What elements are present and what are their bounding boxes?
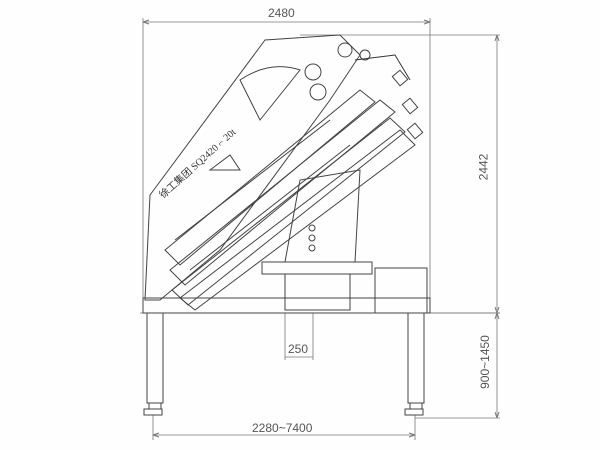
dim-overall-height: 2442 [476, 153, 491, 181]
dim-column-offset: 250 [288, 342, 309, 356]
base-frame [142, 261, 431, 314]
main-boom [144, 34, 371, 301]
dim-overall-width: 2480 [268, 6, 295, 20]
dimension-lines [140, 18, 500, 440]
crane-column [284, 169, 361, 263]
dimension-arrows [142, 19, 500, 438]
dim-outrigger-height: 900~1450 [477, 335, 492, 389]
telescopic-booms [164, 54, 424, 311]
outrigger-left [143, 312, 164, 416]
dim-outrigger-span: 2280~7400 [252, 421, 313, 435]
outrigger-right [404, 312, 425, 416]
